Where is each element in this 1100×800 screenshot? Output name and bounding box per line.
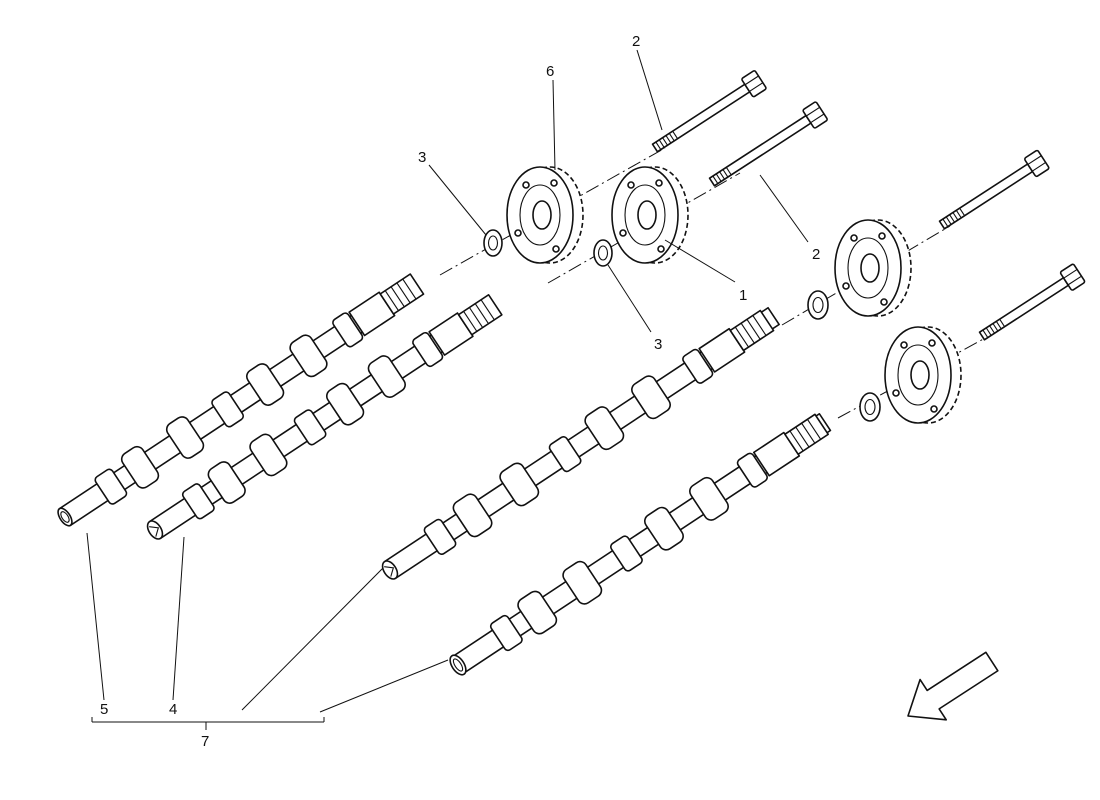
callout-3b: 3: [654, 336, 662, 353]
camshaft-5: [57, 273, 425, 527]
cam-phaser-6: [506, 166, 584, 264]
callout-5: 5: [100, 701, 108, 718]
camshaft-right-lower: [449, 413, 832, 676]
leader-lines: [86, 49, 809, 730]
camshaft-right-upper: [381, 306, 780, 580]
callout-2a: 2: [632, 33, 640, 50]
cam-phaser-right-upper: [834, 219, 912, 317]
cam-phaser-1: [611, 166, 689, 264]
bolt-right-lower: [978, 263, 1086, 341]
bolt-2a: [651, 70, 767, 153]
washer-right-lower: [859, 392, 881, 422]
cam-phaser-right-lower: [884, 326, 962, 424]
callout-7: 7: [201, 733, 209, 750]
camshaft-4: [146, 294, 503, 540]
callout-3a: 3: [418, 149, 426, 166]
washer-3a: [483, 229, 503, 257]
callout-4: 4: [169, 701, 177, 718]
callout-1: 1: [739, 287, 747, 304]
washer-right-upper: [807, 290, 829, 320]
washer-3b: [593, 239, 613, 267]
callout-6: 6: [546, 63, 554, 80]
arrow-icon: [907, 651, 999, 721]
axis-line-2: [547, 172, 741, 284]
callout-2b: 2: [812, 246, 820, 263]
bolt-2b: [708, 101, 828, 187]
bolt-right-upper: [938, 149, 1050, 230]
